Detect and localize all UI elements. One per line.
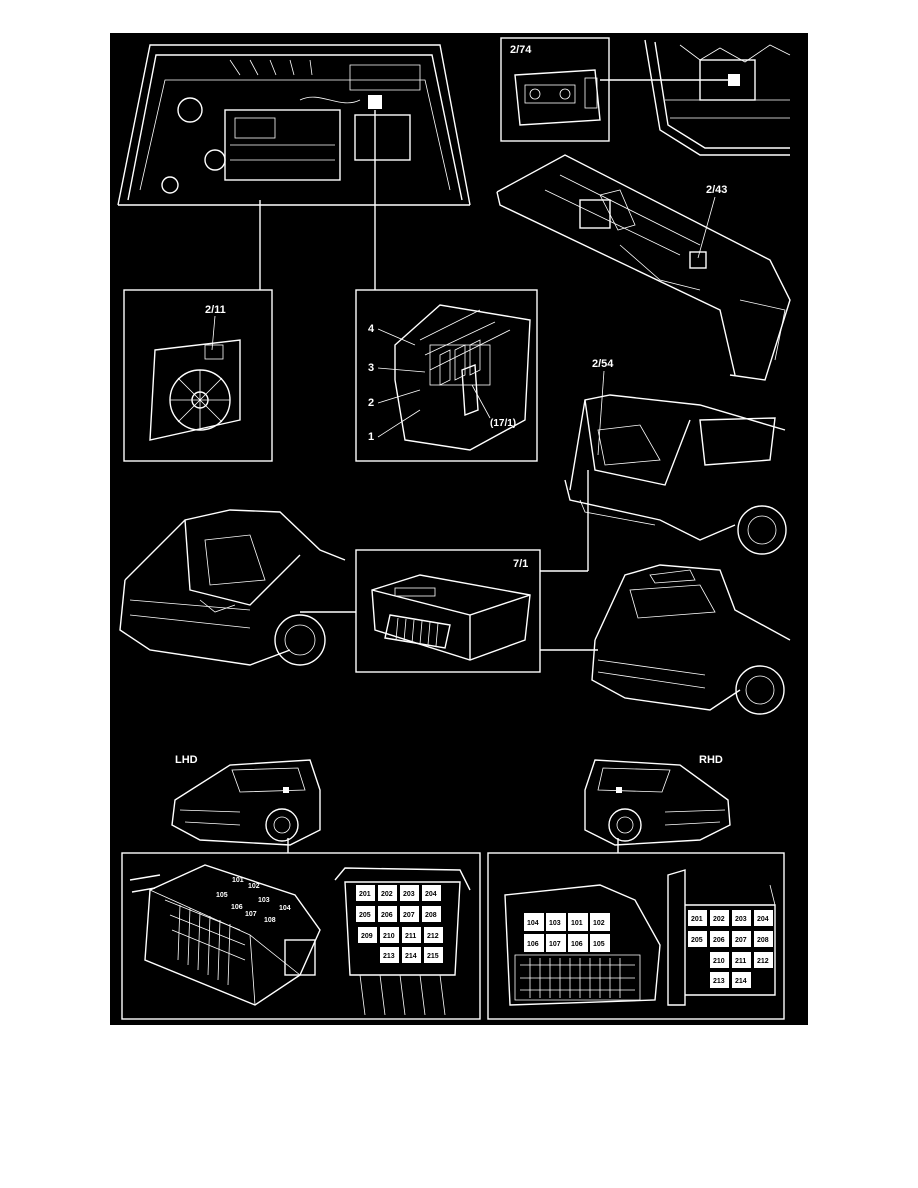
rhd-fuse-106a: 106 [527,941,539,948]
center-console-illustration [496,154,791,381]
rhd-fuse-105: 105 [593,941,605,948]
rhd-relay-207: 207 [735,937,747,944]
lhd-fuse-callout-box [121,852,481,1020]
fan-relay-label: 2/11 [205,304,226,316]
lhd-relay-212: 212 [427,933,439,940]
trunk-module-callout-box [355,549,541,673]
lhd-relay-206: 206 [381,912,393,919]
lhd-relay-205: 205 [359,912,371,919]
lhd-fuse-106: 106 [231,904,243,911]
diagram-background [110,33,808,1025]
lhd-car-illustration [171,759,321,846]
lhd-fuse-103: 103 [258,897,270,904]
rhd-relay-210: 210 [713,958,725,965]
sedan-rear-illustration [119,509,346,666]
lhd-relay-209: 209 [361,933,373,940]
lhd-label: LHD [175,754,198,766]
lhd-relay-203: 203 [403,891,415,898]
rhd-main-fuse-grid: 104 103 101 102 106 107 106 105 [524,913,610,952]
relay-box-pin-1-label: 1 [368,431,374,443]
lhd-fuse-105: 105 [216,892,228,899]
trunk-module-label: 7/1 [513,558,528,570]
relay-box-ref-label: (17/1) [490,418,516,429]
lhd-relay-201: 201 [359,891,371,898]
rhd-relay-211: 211 [735,958,746,965]
lhd-relay-204: 204 [425,891,437,898]
lhd-relay-207: 207 [403,912,415,919]
lhd-fuse-108: 108 [264,917,276,924]
rhd-main-fuse-box-illustration [504,884,661,1006]
trunk-module-illustration [371,574,531,661]
lhd-relay-fuse-grid: 201 202 203 204 205 206 207 208 209 210 … [356,885,443,963]
rhd-fuse-106b: 106 [571,941,583,948]
rhd-relay-205: 205 [691,937,703,944]
wagon-rear-illustration [564,394,787,555]
lhd-relay-208: 208 [425,912,437,919]
engine-bay-partial-illustration [644,39,791,156]
lhd-main-fuse-box-illustration [129,864,321,1006]
fan-relay-callout-box [123,289,273,462]
lhd-relay-202: 202 [381,891,393,898]
lhd-fuse-104: 104 [279,905,291,912]
sedan-trunk-illustration [591,564,791,715]
lhd-relay-214: 214 [405,953,417,960]
rhd-fuse-callout-box [487,852,785,1020]
lhd-main-fuse-labels: 101 105 103 106 107 108 104 102 [216,877,291,924]
engine-bay-relay-label: 2/74 [510,44,532,56]
rhd-relay-201: 201 [691,916,703,923]
rhd-car-illustration [584,759,731,846]
lhd-relay-215: 215 [427,953,439,960]
rhd-relay-203: 203 [735,916,747,923]
rhd-relay-204: 204 [757,916,769,923]
wagon-relay-label: 2/54 [592,358,614,370]
rhd-fuse-102: 102 [593,920,605,927]
relay-box-pin-2-label: 2 [368,397,374,409]
relay-box-illustration [394,304,531,451]
lhd-fuse-101: 101 [232,877,244,884]
lhd-fuse-102: 102 [248,883,260,890]
engine-bay-illustration [117,44,471,206]
lhd-relay-211: 211 [405,933,416,940]
rhd-relay-fuse-grid: 201 202 203 204 205 206 207 208 210 211 … [688,910,773,988]
lhd-relay-210: 210 [383,933,395,940]
rhd-relay-212: 212 [757,958,769,965]
rhd-fuse-107: 107 [549,941,561,948]
rhd-relay-213: 213 [713,978,725,985]
rhd-relay-208: 208 [757,937,769,944]
fan-assembly-illustration [149,339,241,441]
rhd-relay-panel-illustration [667,869,776,1006]
relay-box-pin-3-label: 3 [368,362,374,374]
lhd-relay-213: 213 [383,953,395,960]
relay-box-callout-box [355,289,538,462]
lhd-relay-panel-illustration [334,867,471,1016]
console-relay-label: 2/43 [706,184,727,196]
lhd-fuse-107: 107 [245,911,257,918]
engine-bay-relay-illustration [514,69,601,126]
relay-box-pin-4-label: 4 [368,323,375,335]
rhd-fuse-103: 103 [549,920,561,927]
rhd-fuse-104: 104 [527,920,539,927]
rhd-relay-206: 206 [713,937,725,944]
engine-bay-relay-callout-box [500,37,610,142]
rhd-fuse-101: 101 [571,920,583,927]
rhd-relay-202: 202 [713,916,725,923]
rhd-label: RHD [699,754,723,766]
rhd-relay-214: 214 [735,978,747,985]
